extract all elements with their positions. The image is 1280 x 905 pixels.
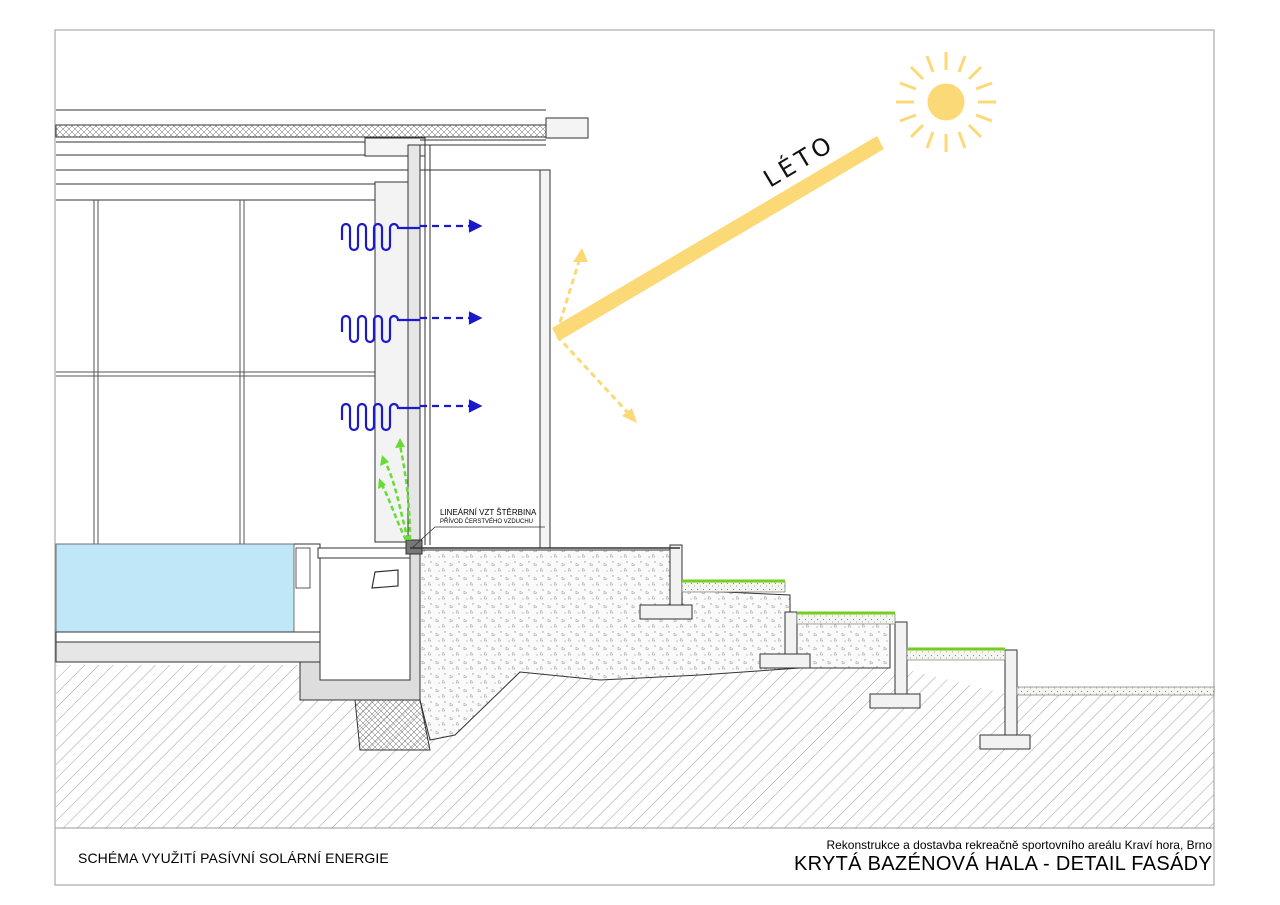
reflected-rays [555,257,632,417]
sheet-border [54,29,1215,886]
annotation-vent-slot: LINEÁRNÍ VZT ŠTĚRBINA [440,508,537,517]
drawing-title: SCHÉMA VYUŽITÍ PASÍVNÍ SOLÁRNÍ ENERGIE [78,850,389,866]
terrace-fill [681,581,1215,696]
fresh-air-flow [380,444,412,541]
pool-water [55,543,295,633]
glass-facade [56,200,410,544]
grass-strips [682,579,1005,651]
fresh-air-arrowheads [378,438,405,489]
heat-flow-upper [340,219,483,252]
project-name: Rekonstrukce a dostavba rekreačně sporto… [826,838,1212,852]
annotation-fresh-air: PŘÍVOD ČERSTVÉHO VZDUCHU [440,519,534,525]
annotation-leader [411,526,545,549]
reflected-arrowheads [573,248,637,423]
ground-section [56,665,1214,828]
roof-section [55,109,589,201]
sun-ray [552,136,884,341]
heat-flow-middle [340,311,483,344]
sheet-title: KRYTÁ BAZÉNOVÁ HALA - DETAIL FASÁDY [793,853,1212,875]
facade-column [374,144,551,555]
pool [55,539,421,701]
sun-icon [896,52,996,152]
heat-flow-lower [340,399,483,432]
